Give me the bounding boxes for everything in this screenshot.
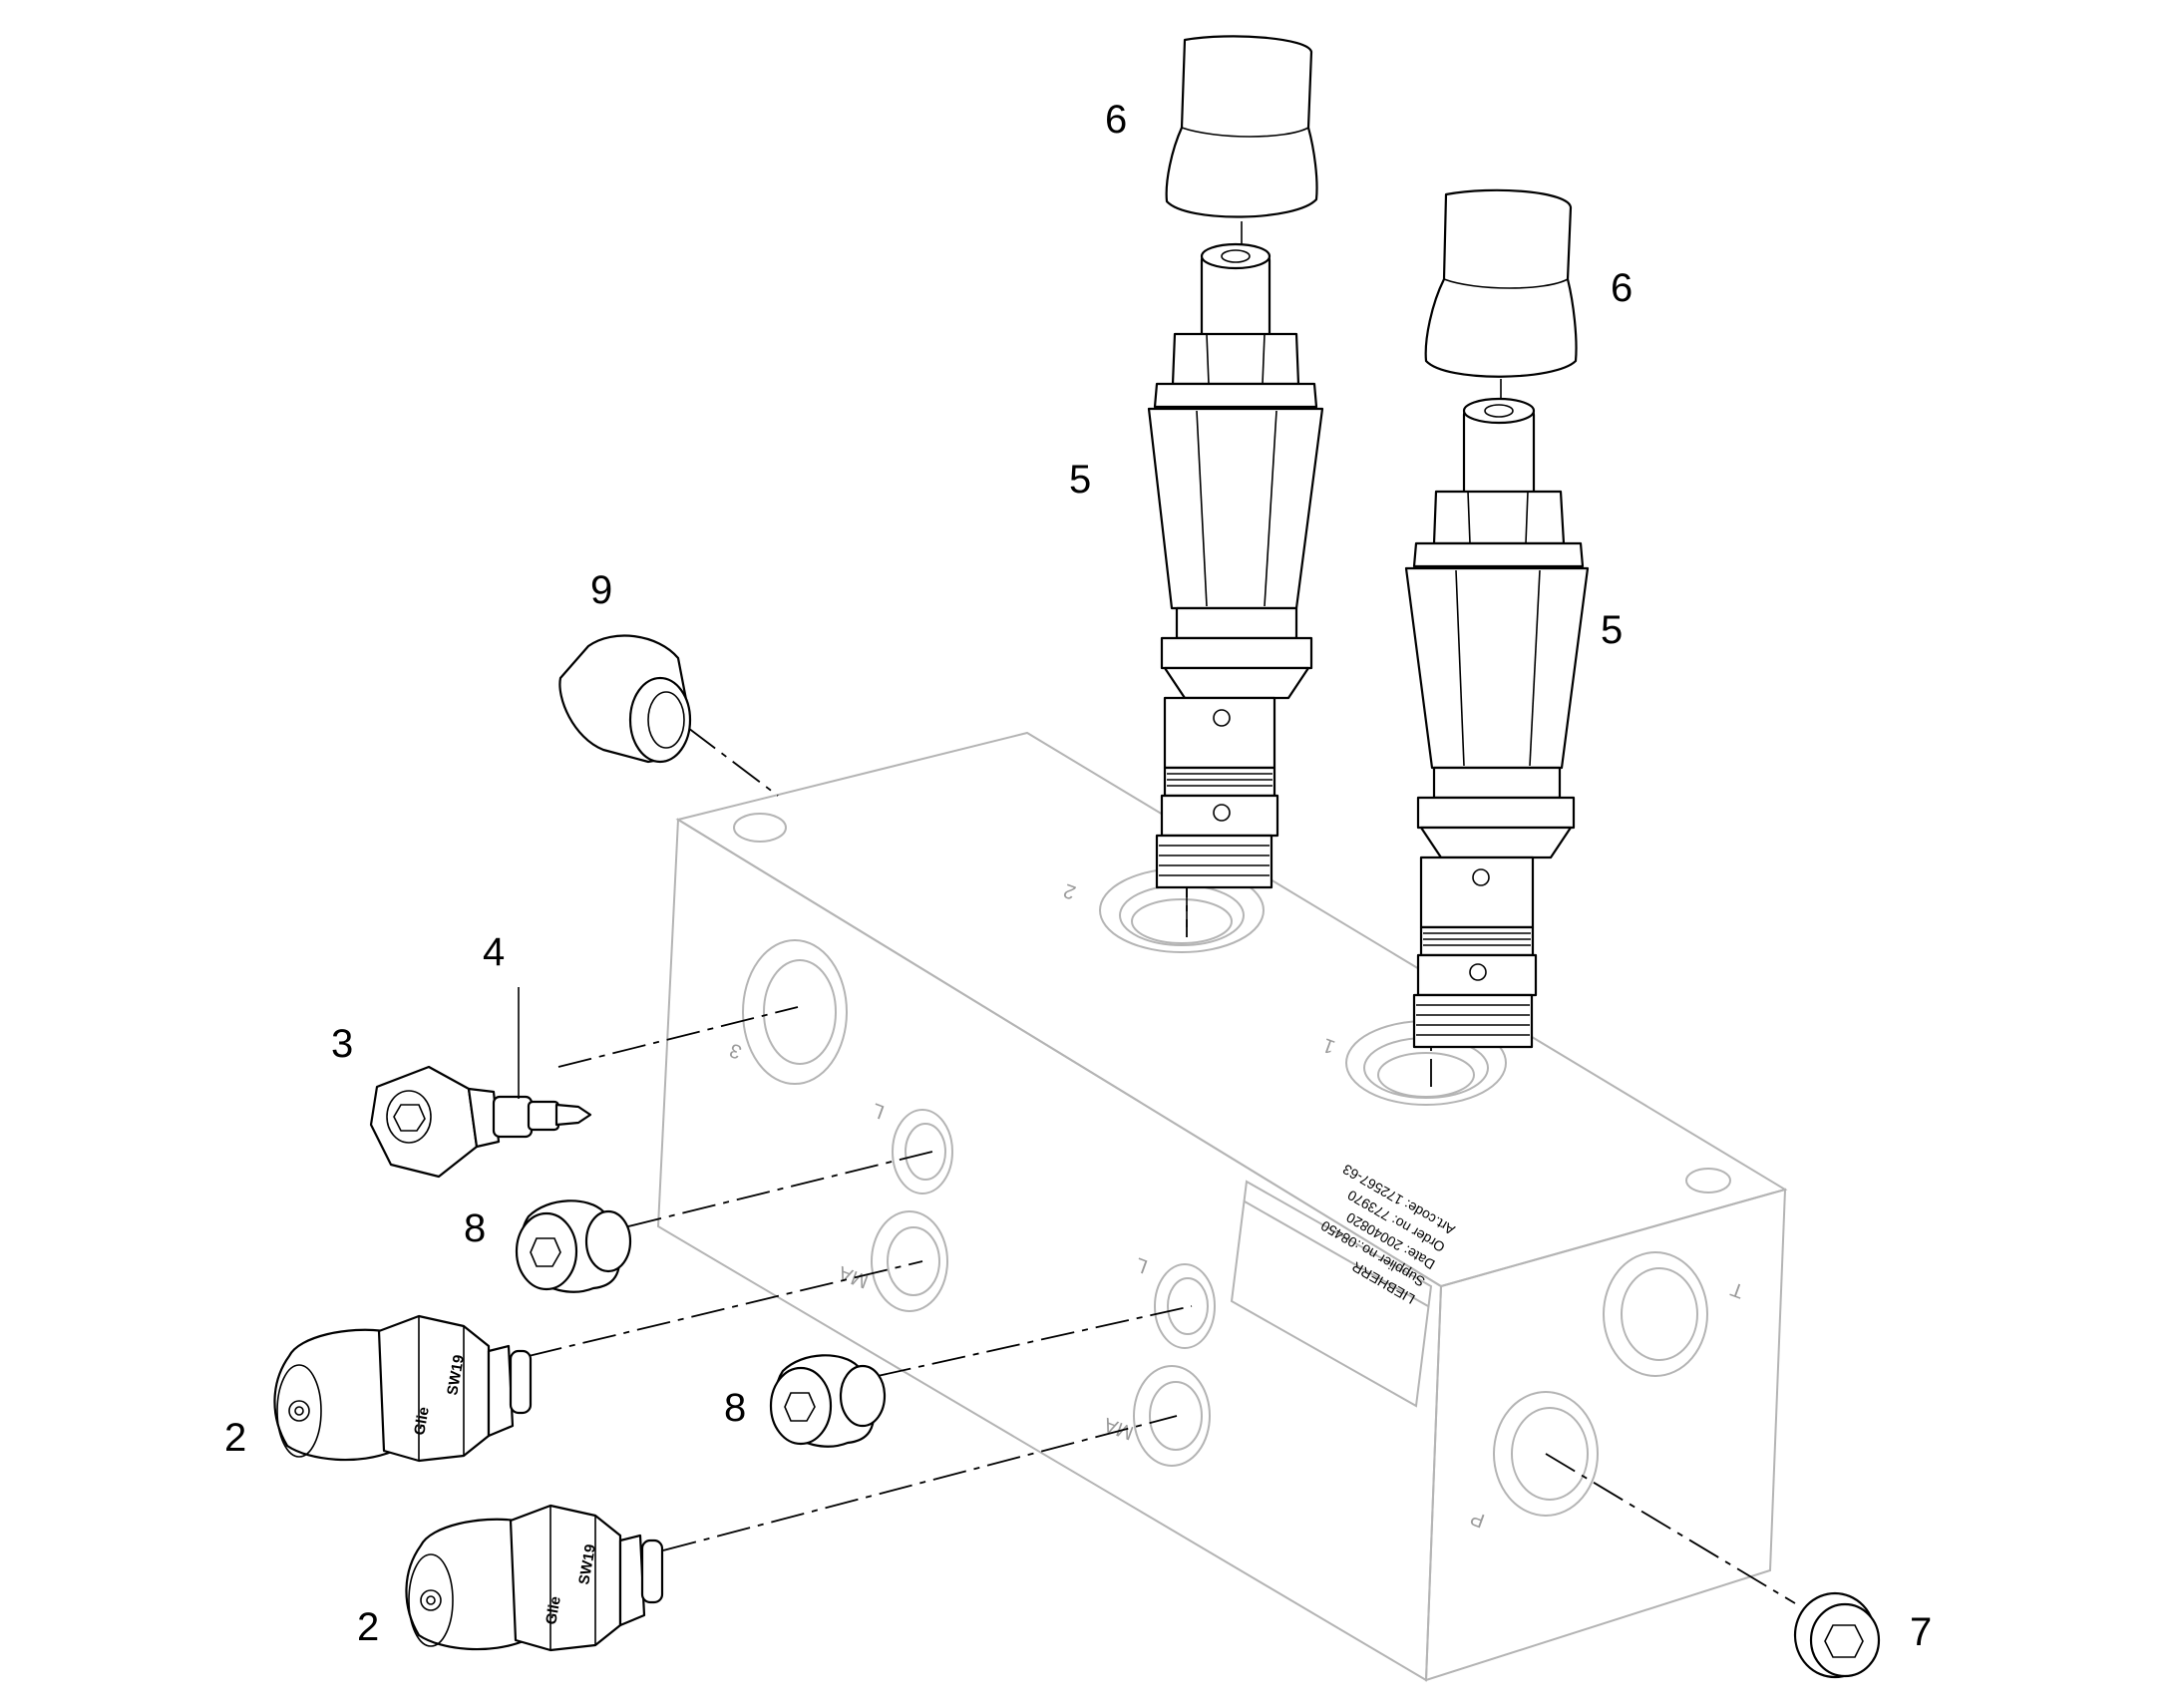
port-mark-ma-upper: MA <box>835 1261 871 1292</box>
adjusting-screw-3 <box>369 1065 501 1179</box>
screw-plug-8-upper <box>515 1199 632 1293</box>
fitting-brand-upper: Glie <box>411 1406 433 1437</box>
callout-8-upper: 8 <box>464 1206 486 1250</box>
callout-4: 4 <box>483 930 505 974</box>
side-port-ma-lower <box>1133 1365 1211 1467</box>
callout-5-right: 5 <box>1601 608 1623 652</box>
port-mark-2: 2 <box>1061 878 1079 902</box>
callout-5-left: 5 <box>1069 458 1091 502</box>
pressure-relief-valve-5-left <box>1147 242 1324 927</box>
callout-3: 3 <box>331 1022 353 1066</box>
callout-2-lower: 2 <box>357 1605 379 1649</box>
fitting-brand-lower: Glie <box>543 1595 564 1626</box>
screw-plug-7 <box>1793 1591 1881 1679</box>
measuring-fitting-2-upper: SW19 Glie <box>273 1314 533 1463</box>
callout-9: 9 <box>590 568 612 612</box>
port-mark-3: 3 <box>727 1038 745 1062</box>
side-port-l-lower <box>1154 1263 1216 1349</box>
measuring-fitting-2-lower: SW19 Glie <box>405 1504 664 1652</box>
callout-6-right: 6 <box>1611 266 1633 310</box>
callout-6-left: 6 <box>1105 98 1127 142</box>
callout-7: 7 <box>1910 1610 1932 1654</box>
end-port-t <box>1603 1251 1708 1377</box>
fitting-mark-sw-upper: SW19 <box>444 1354 468 1397</box>
callout-numbers: 6 6 5 5 9 4 3 8 8 2 2 7 <box>224 98 1932 1654</box>
protective-cap-6-right <box>1424 188 1578 409</box>
side-port-l-upper <box>892 1109 953 1195</box>
port-mark-1: 1 <box>1320 1033 1338 1057</box>
port-mark-l-lower: L <box>1133 1252 1151 1276</box>
pressure-relief-valve-5-right <box>1404 397 1590 1049</box>
port-mark-t: T <box>1728 1277 1747 1302</box>
end-port-p <box>1493 1391 1599 1517</box>
nameplate: LIEBHERR Supplier no.:08450 Date: 200408… <box>1230 1162 1458 1408</box>
protective-cap-6-left <box>1165 35 1318 254</box>
manifold-block: 2 1 3 L MA L MA <box>656 731 1788 1682</box>
fitting-mark-sw-lower: SW19 <box>575 1543 599 1586</box>
port-mark-p: P <box>1468 1507 1488 1532</box>
pin-4 <box>492 987 592 1139</box>
callout-2-upper: 2 <box>224 1416 246 1460</box>
side-port-ma-upper <box>871 1210 948 1312</box>
screw-plug-8-lower <box>769 1354 887 1448</box>
port-mark-l-upper: L <box>870 1098 888 1122</box>
plug-9 <box>558 634 692 764</box>
port-mark-ma-lower: MA <box>1100 1413 1136 1444</box>
side-port-3 <box>742 939 848 1085</box>
callout-8-lower: 8 <box>724 1386 746 1430</box>
